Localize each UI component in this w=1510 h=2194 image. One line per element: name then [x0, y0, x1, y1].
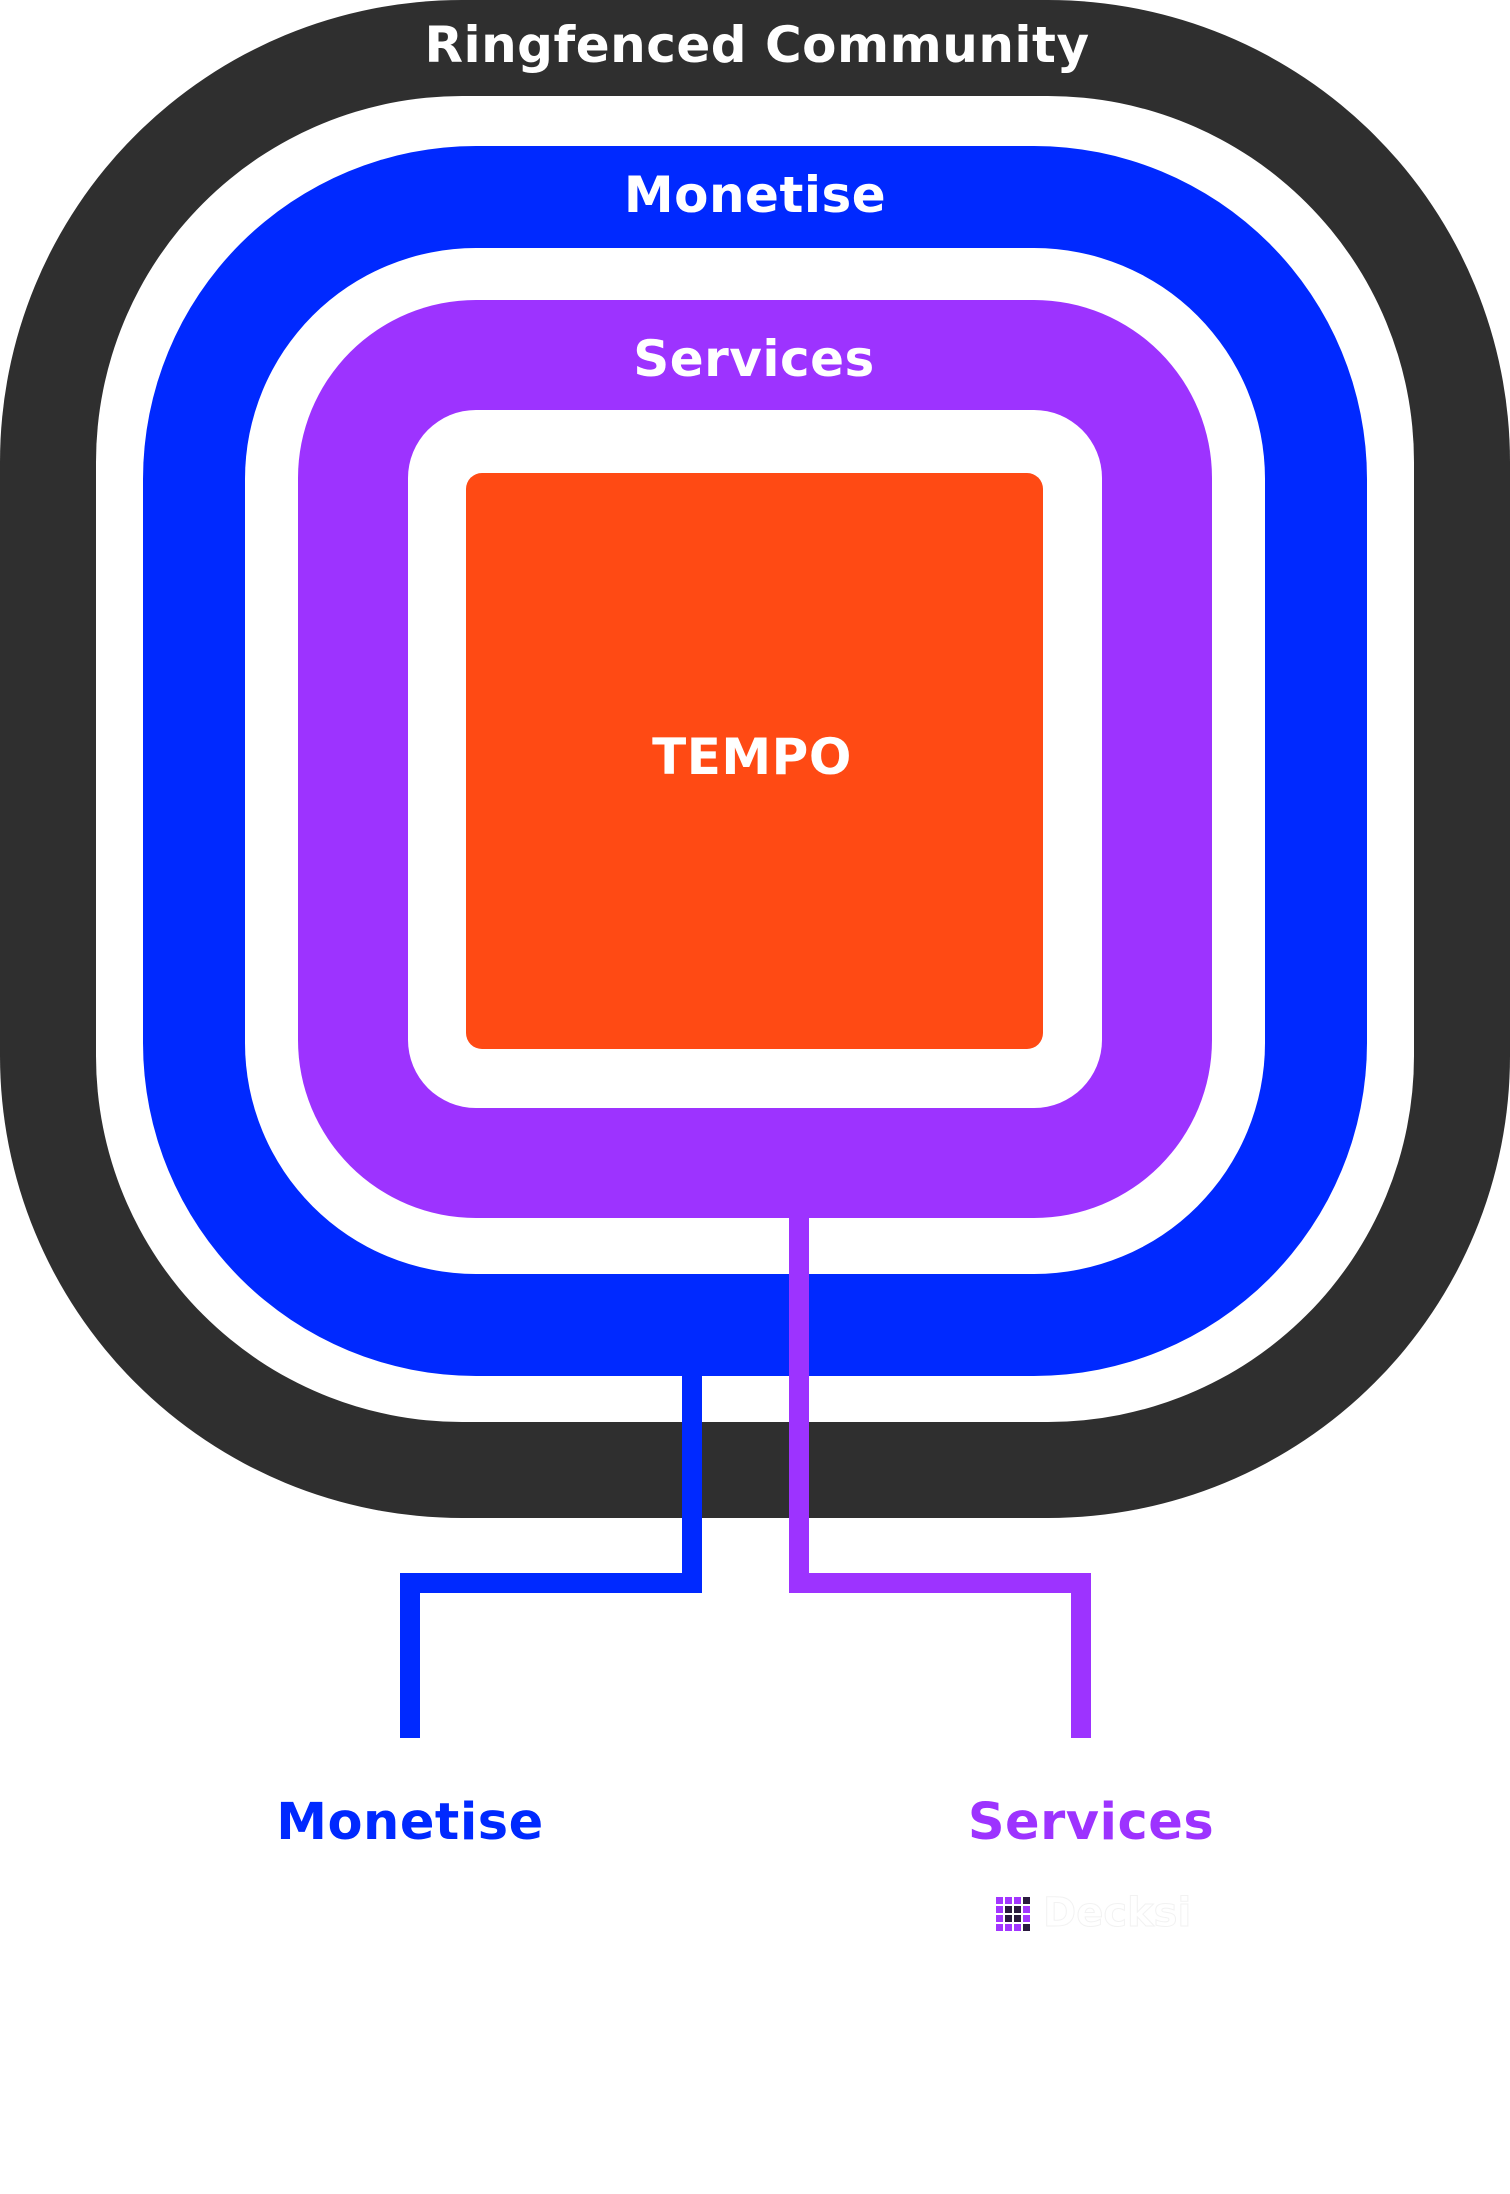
decksi-logo-cell [1014, 1924, 1021, 1931]
tempo-core-label: TEMPO [652, 728, 852, 786]
services-legend-label: Services [967, 1793, 1215, 1852]
monetise-connector-horizontal [400, 1573, 702, 1593]
decksi-logo-cell [1014, 1906, 1021, 1913]
monetise-connector-vertical-bottom [400, 1573, 420, 1738]
services-connector-horizontal [789, 1573, 1091, 1593]
services-ring-label: Services [633, 330, 875, 388]
services-connector-vertical-bottom [1071, 1573, 1091, 1738]
decksi-logo-cell [996, 1924, 1003, 1931]
tempo-core-box [466, 473, 1043, 1049]
decksi-logo-cell [1014, 1915, 1021, 1922]
community-ring-label: Ringfenced Community [424, 16, 1090, 74]
decksi-logo-cell [1005, 1897, 1012, 1904]
decksi-logo-cell [1023, 1906, 1030, 1913]
decksi-logo-cell [1023, 1897, 1030, 1904]
decksi-logo-cell [1023, 1924, 1030, 1931]
decksi-logo-cell [996, 1915, 1003, 1922]
monetise-connector-vertical-top [682, 1370, 702, 1593]
decksi-logo-cell [1023, 1915, 1030, 1922]
decksi-logo-cell [996, 1906, 1003, 1913]
services-connector-vertical-top [789, 1210, 809, 1593]
decksi-logo-cell [1005, 1906, 1012, 1913]
decksi-logo-cell [996, 1897, 1003, 1904]
decksi-logo-cell [1005, 1924, 1012, 1931]
decksi-logo-cell [1014, 1897, 1021, 1904]
monetise-legend-label: Monetise [276, 1793, 544, 1852]
decksi-logo-cell [1005, 1915, 1012, 1922]
decksi-logo-icon [996, 1897, 1030, 1931]
monetise-ring-label: Monetise [623, 166, 887, 224]
decksi-logo-text: Decksi [1042, 1890, 1192, 1936]
